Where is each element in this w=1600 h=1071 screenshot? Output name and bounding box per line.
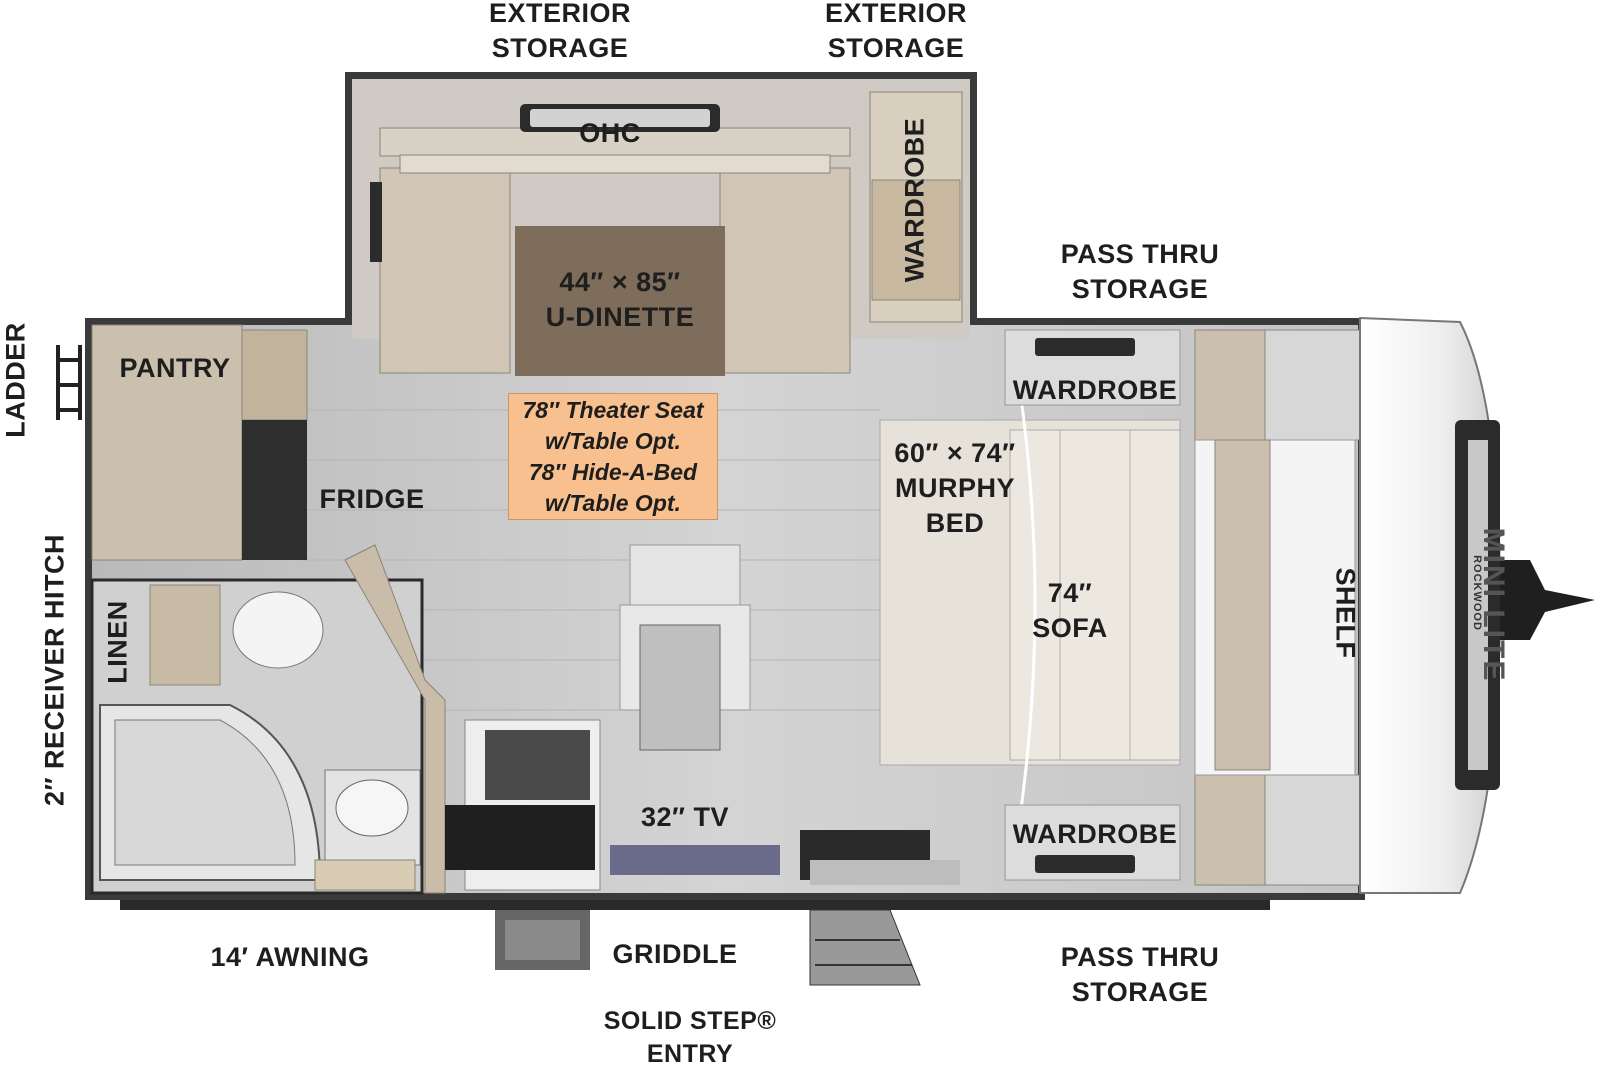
micro-label: MICRO [463, 802, 557, 832]
wardrobe-right-top-label: WARDROBE [1012, 375, 1178, 405]
shelf-label: SHELF [1330, 567, 1361, 659]
ladder-graphic [56, 345, 82, 420]
front-cabinets [1194, 329, 1361, 886]
pass-thru-storage-top-label: PASS THRU STORAGE [1060, 239, 1220, 304]
exterior-storage-right-label: EXTERIOR STORAGE [824, 0, 968, 63]
tv-label: 32″ TV [641, 802, 729, 832]
pantry-label: PANTRY [119, 353, 231, 383]
option-box: 78″ Theater Seat w/Table Opt. 78″ Hide-A… [508, 393, 718, 520]
murphy-bed-label: 60″ × 74″ MURPHY BED [894, 438, 1016, 538]
kitchen-counter [344, 544, 960, 894]
wardrobe-top-unit [869, 91, 963, 323]
ladder-label: LADDER [0, 322, 31, 438]
solid-step-entry-label: SOLID STEP® ENTRY [603, 1007, 777, 1068]
dinette-label: 44″ × 85″ U-DINETTE [545, 267, 695, 332]
ohc-label: OHC [579, 118, 641, 148]
awning-label: 14′ AWNING [210, 942, 370, 972]
bathroom [90, 578, 424, 895]
wardrobe-top-label: WARDROBE [899, 117, 930, 283]
wardrobes-right [1004, 329, 1181, 881]
griddle-label: GRIDDLE [612, 939, 738, 969]
receiver-hitch-label: 2″ RECEIVER HITCH [39, 534, 70, 806]
brand-large-logo: MINI LITE [1477, 527, 1510, 683]
wardrobe-right-bottom-label: WARDROBE [1012, 819, 1178, 849]
linen-label: LINEN [102, 600, 133, 684]
sofa-label: 74″ SOFA [1032, 578, 1108, 643]
awning-rail [120, 900, 1270, 986]
murphy-sofa-area [879, 329, 1181, 881]
exterior-storage-left-label: EXTERIOR STORAGE [488, 0, 632, 63]
dinette-slideout [370, 104, 851, 376]
fridge-label: FRIDGE [319, 484, 425, 514]
pass-thru-storage-bottom-label: PASS THRU STORAGE [1060, 942, 1220, 1007]
pantry-cabinet [91, 324, 308, 561]
front-cap [1359, 316, 1595, 894]
